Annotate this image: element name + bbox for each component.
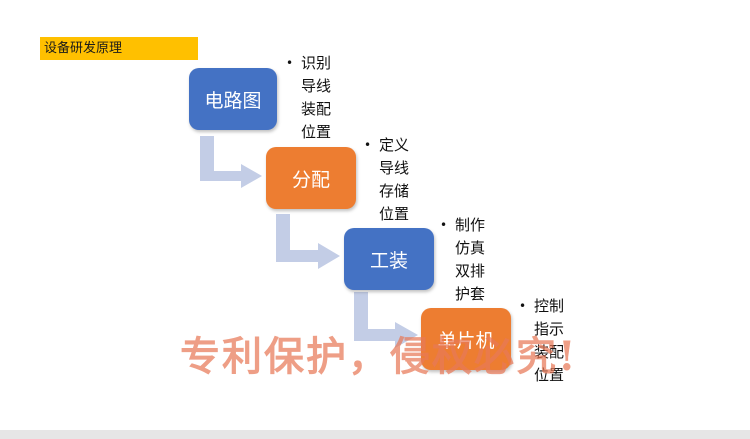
note-line: 导线 <box>379 159 410 177</box>
note-line: 装配 <box>301 100 332 118</box>
step-label: 单片机 <box>437 329 495 352</box>
flow-arrow-2 <box>276 214 340 269</box>
title-banner: 设备研发原理 <box>40 37 198 60</box>
note-line: 导线 <box>301 77 332 95</box>
bullet-icon: • <box>519 299 527 313</box>
step-box-microcontroller[interactable]: 单片机 <box>421 308 511 370</box>
step-notes-3: • 制作 仿真 双排 护套 <box>440 214 486 306</box>
step-box-tooling[interactable]: 工装 <box>344 228 434 290</box>
flow-arrow-1 <box>200 136 262 188</box>
note-line: 存储 <box>379 182 410 200</box>
note-line: 仿真 <box>455 239 486 257</box>
note-line: 指示 <box>534 320 565 338</box>
bullet-icon: • <box>440 218 448 232</box>
flow-arrow-3 <box>354 292 418 348</box>
step-notes-2: • 定义 导线 存储 位置 <box>364 134 410 226</box>
step-label: 电路图 <box>204 89 262 112</box>
step-label: 分配 <box>291 168 330 191</box>
bullet-icon: • <box>286 56 294 70</box>
note-line: 位置 <box>379 205 410 223</box>
note-line: 护套 <box>455 285 486 303</box>
step-box-circuit-diagram[interactable]: 电路图 <box>189 68 277 130</box>
note-line: 制作 <box>455 216 486 234</box>
step-notes-4: • 控制 指示 装配 位置 <box>519 295 565 387</box>
slide-canvas: 设备研发原理 电路图 • 识别 导线 装配 位置 分配 • 定义 导线 存储 位… <box>0 0 750 430</box>
step-label: 工装 <box>369 249 408 272</box>
step-box-allocation[interactable]: 分配 <box>266 147 356 209</box>
step-notes-1: • 识别 导线 装配 位置 <box>286 52 332 144</box>
note-line: 控制 <box>534 297 565 315</box>
bullet-icon: • <box>364 138 372 152</box>
note-line: 位置 <box>301 123 332 141</box>
watermark-text: 专利保护，侵权必究! <box>180 333 578 380</box>
note-line: 定义 <box>379 136 410 154</box>
slide-title: 设备研发原理 <box>44 41 123 56</box>
note-line: 装配 <box>534 343 565 361</box>
flow-arrows <box>200 136 418 348</box>
note-line: 位置 <box>534 366 565 384</box>
bottom-strip <box>0 430 750 439</box>
note-line: 双排 <box>455 262 486 280</box>
note-line: 识别 <box>301 54 332 72</box>
